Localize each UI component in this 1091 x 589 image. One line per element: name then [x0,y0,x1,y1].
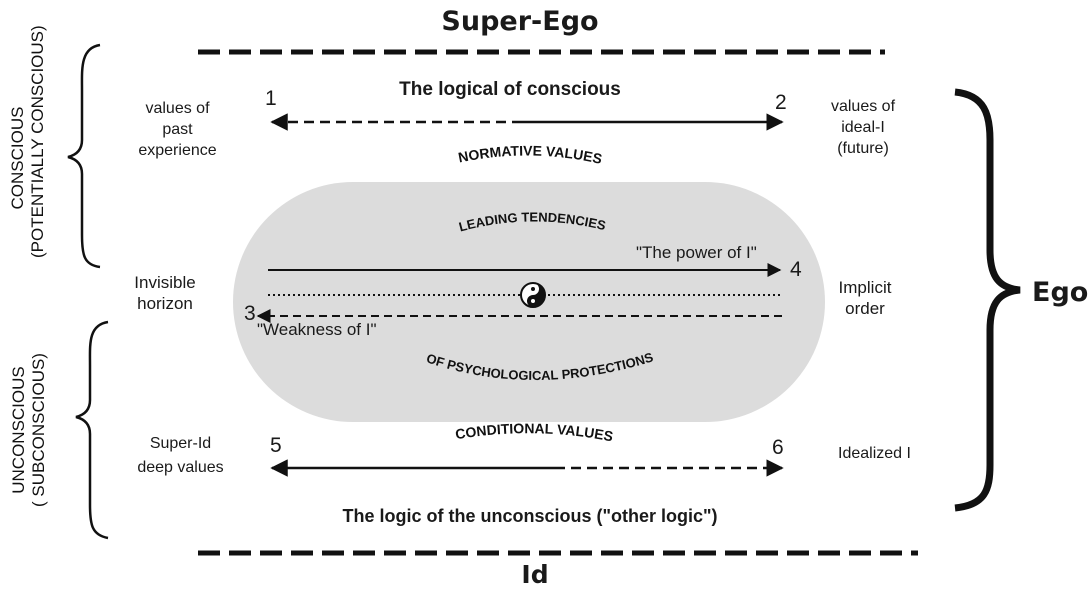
unconscious-text: UNCONSCIOUS [9,366,28,494]
implicit-order-label: Implicit order [815,277,915,319]
ideal-i-values: values of ideal-I (future) [808,96,918,159]
implicit-order-line-1: Implicit [838,278,892,297]
marker-number-3: 3 [244,302,256,325]
logic-conscious-label: The logical of conscious [399,79,621,100]
super-id-line-2: deep values [137,459,224,476]
super-id-line-1: Super-Id [149,435,212,452]
past-experience-values: values of past experience [115,98,240,161]
implicit-order-line-2: order [845,299,885,318]
power-of-i-label: "The power of I" [636,243,757,262]
super-ego-title: Super-Ego [441,6,599,37]
past-values-line-1: values of [145,100,210,117]
idealized-i-label: Idealized I [838,445,911,462]
unconscious-brace [75,320,109,540]
logic-unconscious-label: The logic of the unconscious ("other log… [342,506,718,526]
conscious-text: CONSCIOUS [8,106,27,210]
ideal-values-line-1: values of [830,98,896,115]
ego-brace [954,88,1021,512]
id-title: Id [521,560,549,589]
marker-number-5: 5 [270,434,282,457]
normative-values-label: NORMATIVE VALUES [457,142,604,166]
unconscious-side-label: UNCONSCIOUS ( SUBCONSCIOUS) [9,345,53,515]
marker-number-4: 4 [790,258,802,281]
marker-number-6: 6 [772,436,784,459]
yin-yang-icon [520,282,546,308]
potentially-conscious-text: (POTENTIALLY CONSCIOUS) [28,25,47,258]
conscious-brace [67,43,101,269]
marker-number-2: 2 [775,91,787,114]
super-id-values: Super-Id deep values [118,432,243,480]
weakness-of-i-label: "Weakness of I" [257,320,377,339]
ego-title: Ego [1032,277,1089,308]
past-values-line-2: past [162,121,193,138]
conditional-values-label: CONDITIONAL VALUES [454,420,614,444]
invisible-horizon-line-2: horizon [137,294,193,313]
invisible-horizon-label: Invisible horizon [110,272,220,314]
marker-number-1: 1 [265,87,277,110]
ideal-values-line-2: ideal-I [841,119,885,136]
invisible-horizon-line-1: Invisible [134,273,196,292]
subconscious-text: ( SUBCONSCIOUS) [29,353,48,507]
past-values-line-3: experience [138,142,217,159]
conscious-side-label: CONSCIOUS (POTENTIALLY CONSCIOUS) [8,25,52,258]
ideal-values-line-3: (future) [837,140,889,157]
